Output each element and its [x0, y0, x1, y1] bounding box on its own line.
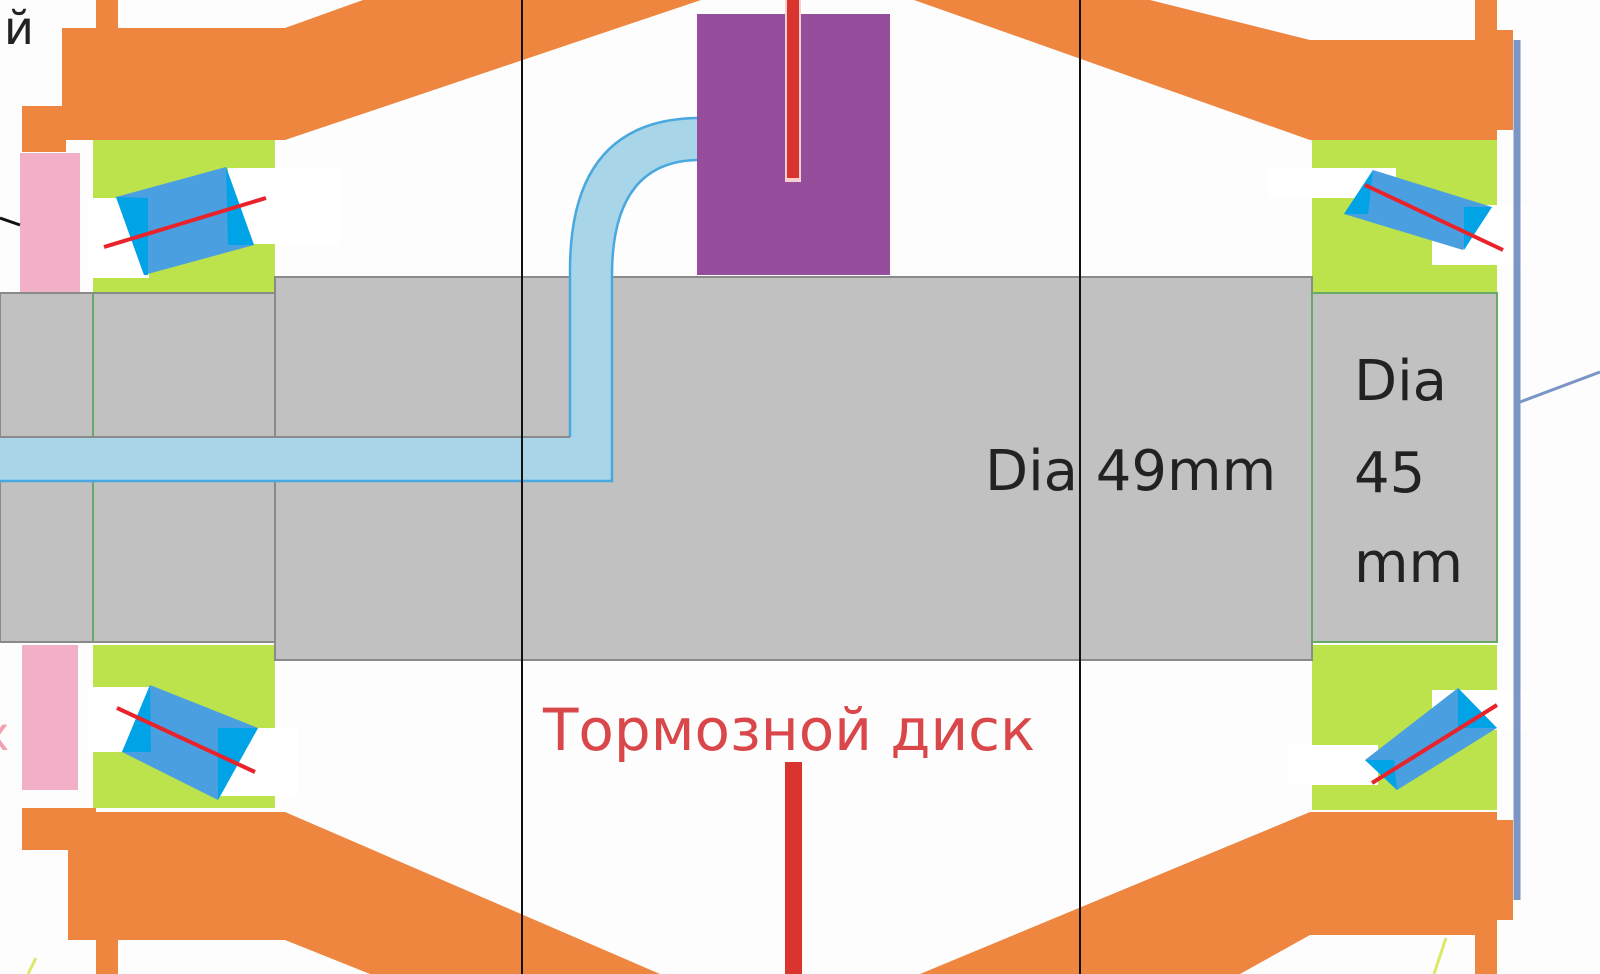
shaft-end-label-line1: Dia: [1354, 349, 1447, 414]
bearing-right-top: [1344, 170, 1504, 252]
brake-disc-label: Тормозной диск: [542, 696, 1035, 764]
seal-bottom: [22, 645, 78, 790]
bearing-right-bottom: [1365, 688, 1499, 790]
seal-top: [20, 153, 80, 293]
cut-label-left: х: [0, 707, 9, 761]
bearing-left-top: [103, 167, 267, 275]
brake-disc-bottom: [785, 762, 802, 974]
brake-disc-top-core: [787, 0, 799, 178]
bearing-left-bottom: [116, 685, 258, 800]
decor-stroke-br: [1432, 937, 1448, 974]
cut-label-top-left: й: [4, 1, 34, 55]
channel: [0, 116, 698, 483]
shaft-diameter-label: Dia 49mm: [985, 439, 1276, 504]
shaft-end-label-line2: 45: [1354, 441, 1425, 506]
decor-stroke-bl: [26, 957, 38, 974]
leader-line-left: [0, 216, 21, 227]
housing-top: [22, 0, 1513, 152]
shaft-end-label-line3: mm: [1354, 531, 1463, 596]
housing-bottom: [22, 808, 1513, 974]
end-plate-leader: [1519, 370, 1600, 404]
